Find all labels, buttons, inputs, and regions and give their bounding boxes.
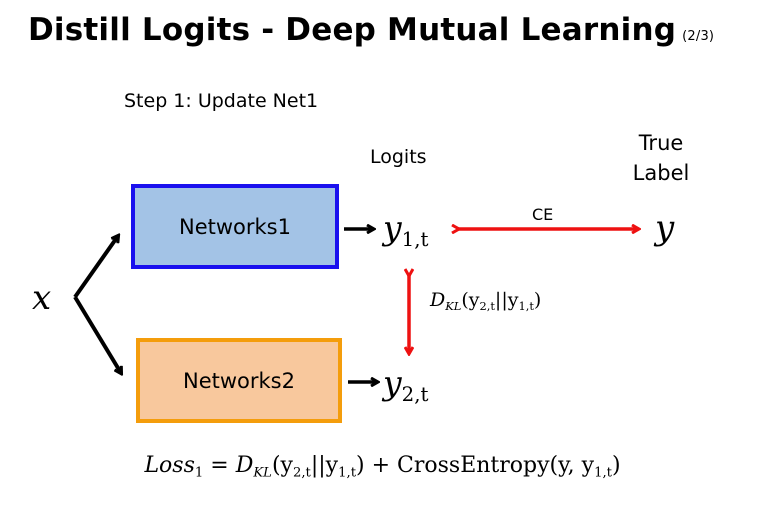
loss-ce: CrossEntropy: [397, 453, 550, 478]
loss-ce-args: (y, y: [549, 453, 595, 478]
loss-c: ): [356, 453, 365, 478]
loss-a: (y: [271, 453, 293, 478]
y1-subscript: 1,t: [401, 227, 429, 251]
logit-y1t: y1,t: [383, 208, 428, 251]
kl-d-sub: KL: [445, 298, 462, 313]
loss-sub: 1: [194, 465, 204, 481]
loss-d: D: [235, 453, 254, 478]
y2-base: y: [383, 363, 402, 402]
arrow-x-to-net1: [73, 236, 118, 299]
loss-name: Loss: [144, 453, 195, 478]
loss-as: 2,t: [292, 465, 311, 481]
network2-box: Networks2: [136, 338, 342, 423]
title-text: Distill Logits - Deep Mutual Learning: [28, 12, 677, 48]
true-label-line1: True: [638, 131, 684, 155]
title-part: (2/3): [682, 29, 715, 44]
logit-y2t: y2,t: [383, 363, 428, 406]
true-label: True Label: [606, 128, 716, 188]
arrow-x-to-net2: [73, 295, 121, 373]
loss-plus: +: [364, 453, 398, 478]
loss-formula: Loss1 = DKL(y2,t||y1,t) + CrossEntropy(y…: [0, 453, 765, 481]
true-y: y: [655, 208, 675, 248]
kl-sub1: 2,t: [479, 298, 495, 313]
true-label-line2: Label: [632, 161, 690, 185]
loss-ce-sub: 1,t: [594, 465, 612, 481]
slide-title: Distill Logits - Deep Mutual Learning (2/…: [28, 12, 714, 48]
network1-box: Networks1: [131, 184, 339, 269]
kl-d: D: [430, 289, 446, 311]
kl-open: (y: [461, 289, 480, 311]
fork-arrows: [73, 236, 121, 373]
logits-label: Logits: [370, 146, 427, 168]
kl-close: ): [533, 289, 542, 311]
kl-sub2: 1,t: [518, 298, 534, 313]
loss-ce-close: ): [611, 453, 621, 478]
loss-bs: 1,t: [338, 465, 356, 481]
input-x: x: [32, 278, 52, 318]
kl-mid: ||y: [494, 289, 519, 311]
y1-base: y: [383, 208, 402, 247]
ce-label: CE: [532, 205, 554, 224]
network2-label: Networks2: [183, 368, 295, 393]
loss-b: ||y: [310, 453, 339, 478]
network1-label: Networks1: [179, 214, 291, 239]
y2-subscript: 2,t: [401, 382, 429, 406]
step-label: Step 1: Update Net1: [124, 90, 319, 112]
loss-dsub: KL: [253, 465, 272, 481]
kl-divergence-label: DKL(y2,t||y1,t): [430, 289, 541, 313]
loss-eq: =: [203, 453, 236, 478]
